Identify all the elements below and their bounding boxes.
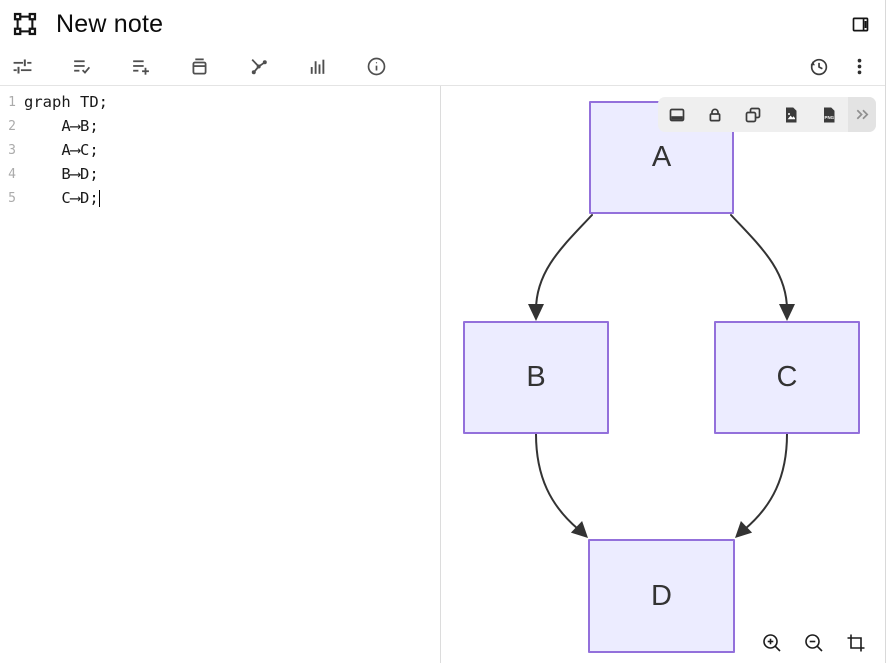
crop-icon[interactable] bbox=[841, 628, 871, 658]
node-label: C bbox=[776, 361, 798, 393]
code-line[interactable]: 5 C⟶D; bbox=[4, 186, 440, 210]
code-text: graph TD; bbox=[24, 93, 108, 111]
toolbar-left-group bbox=[6, 51, 392, 83]
info-icon[interactable] bbox=[360, 51, 392, 83]
line-number: 5 bbox=[8, 190, 16, 206]
line-number: 4 bbox=[8, 166, 16, 182]
edge-a-c bbox=[730, 214, 788, 311]
code-line[interactable]: 2 A⟶B; bbox=[4, 114, 440, 138]
line-number: 3 bbox=[8, 142, 16, 158]
diagram-floating-toolbar: PNG bbox=[658, 97, 876, 132]
archive-icon[interactable] bbox=[183, 51, 215, 83]
arrowhead-b bbox=[528, 304, 544, 321]
zoom-in-icon[interactable] bbox=[757, 628, 787, 658]
export-image-icon[interactable] bbox=[772, 97, 810, 132]
sidebar-right-icon[interactable] bbox=[850, 14, 871, 35]
diagram-node-d[interactable]: D bbox=[588, 539, 735, 653]
chevrons-right-icon[interactable] bbox=[848, 97, 876, 132]
line-number: 2 bbox=[8, 118, 16, 134]
code-editor[interactable]: 1 graph TD; 2 A⟶B; 3 A⟶C; 4 B⟶D; 5 C⟶D; bbox=[0, 86, 441, 663]
export-png-icon[interactable]: PNG bbox=[810, 97, 848, 132]
edge-a-b bbox=[535, 214, 593, 311]
adjustments-icon[interactable] bbox=[6, 51, 38, 83]
main-split: 1 graph TD; 2 A⟶B; 3 A⟶C; 4 B⟶D; 5 C⟶D; bbox=[0, 86, 885, 663]
header: New note bbox=[0, 0, 885, 48]
edge-c-d bbox=[744, 433, 788, 530]
bar-chart-icon[interactable] bbox=[301, 51, 333, 83]
toolbar-right-group bbox=[802, 51, 875, 83]
list-add-icon[interactable] bbox=[124, 51, 156, 83]
zoom-out-icon[interactable] bbox=[799, 628, 829, 658]
lock-icon[interactable] bbox=[696, 97, 734, 132]
diagram-node-c[interactable]: C bbox=[714, 321, 860, 434]
node-label: B bbox=[526, 361, 546, 393]
arrowhead-d-right bbox=[735, 521, 753, 538]
arrowhead-d-left bbox=[570, 521, 588, 538]
svg-text:PNG: PNG bbox=[825, 115, 835, 120]
code-text: C⟶D; bbox=[24, 189, 99, 207]
diagram-node-b[interactable]: B bbox=[463, 321, 609, 434]
preview-panel-icon[interactable] bbox=[658, 97, 696, 132]
node-label: D bbox=[651, 579, 672, 612]
arrowhead-c bbox=[779, 304, 795, 321]
node-label: A bbox=[651, 141, 672, 173]
code-line[interactable]: 3 A⟶C; bbox=[4, 138, 440, 162]
line-number: 1 bbox=[8, 94, 16, 110]
zoom-controls bbox=[757, 628, 871, 658]
list-check-icon[interactable] bbox=[65, 51, 97, 83]
diagram-edges bbox=[528, 214, 795, 538]
toolbar bbox=[0, 48, 885, 86]
code-text: B⟶D; bbox=[24, 165, 99, 183]
share-graph-icon[interactable] bbox=[242, 51, 274, 83]
text-cursor bbox=[98, 189, 101, 207]
code-text: A⟶C; bbox=[24, 141, 99, 159]
kebab-menu-icon[interactable] bbox=[843, 51, 875, 83]
code-text: A⟶B; bbox=[24, 117, 99, 135]
duplicate-icon[interactable] bbox=[734, 97, 772, 132]
edge-b-d bbox=[535, 433, 579, 530]
frame-icon[interactable] bbox=[12, 11, 38, 37]
code-line[interactable]: 1 graph TD; bbox=[4, 90, 440, 114]
diagram-canvas[interactable]: A B C D bbox=[441, 86, 885, 663]
history-icon[interactable] bbox=[802, 51, 834, 83]
page-title: New note bbox=[56, 9, 164, 38]
code-line[interactable]: 4 B⟶D; bbox=[4, 162, 440, 186]
